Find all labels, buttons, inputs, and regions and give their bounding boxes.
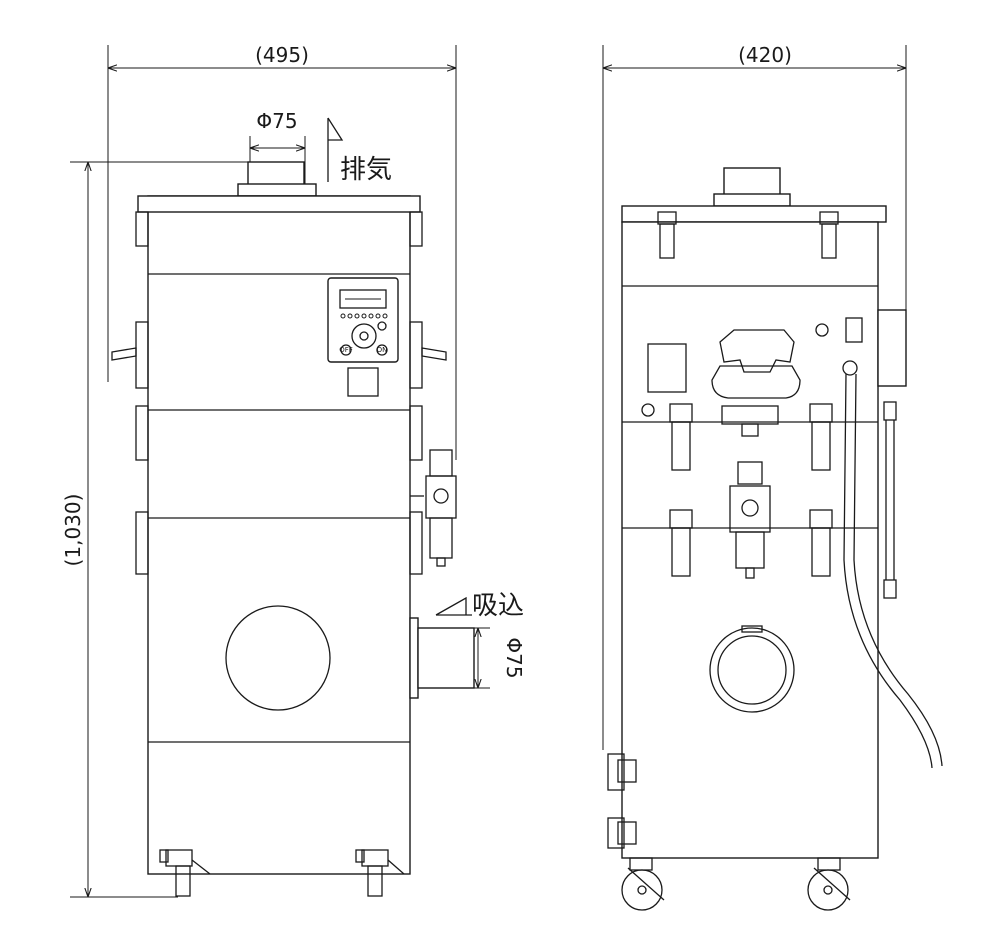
- front-right-caster: [355, 849, 405, 897]
- intake-arrow-icon: [435, 596, 472, 616]
- side-view: (420): [602, 43, 943, 911]
- front-left-handle: [111, 347, 137, 361]
- off-key-label: OFF: [339, 346, 353, 354]
- side-intake-ring: [709, 625, 795, 713]
- intake-diameter-dimension: Φ75: [418, 627, 526, 689]
- exhaust-label: 排気: [340, 155, 392, 185]
- connector-icon: [641, 403, 655, 417]
- front-inspection-window: [225, 605, 331, 711]
- exhaust-arrow-icon: [327, 117, 344, 182]
- side-right-caster: [807, 857, 851, 911]
- height-dimension: (1,030): [61, 161, 248, 898]
- exhaust-diameter-dimension: Φ75: [249, 109, 306, 184]
- side-power-switch: [845, 317, 863, 343]
- front-label-plate: [347, 367, 379, 397]
- front-left-caster: [159, 849, 211, 897]
- front-right-handle: [421, 347, 447, 361]
- front-width-label: (495): [255, 43, 309, 67]
- on-key-label: ON: [377, 346, 388, 354]
- side-left-caster: [621, 857, 665, 911]
- front-air-regulator: [410, 449, 457, 567]
- intake-diameter-label: Φ75: [502, 637, 526, 678]
- control-panel: OFF ON: [327, 277, 399, 363]
- side-hinges: [607, 753, 637, 849]
- exhaust-diameter-label: Φ75: [256, 109, 297, 133]
- side-main-body: [621, 221, 879, 859]
- side-air-regulator: [729, 461, 771, 579]
- width-dimension-side: (420): [602, 43, 907, 750]
- side-carry-handle: [711, 329, 801, 437]
- front-left-clamps: [135, 211, 149, 575]
- side-air-hose: [842, 360, 943, 769]
- side-top-clamps: [657, 211, 839, 259]
- side-middle-clamps: [669, 403, 833, 577]
- front-right-clamps: [409, 211, 423, 575]
- side-indicator-light: [815, 323, 829, 337]
- front-view: (495) Φ75 排気 (1,030): [61, 43, 526, 898]
- height-label: (1,030): [61, 494, 85, 567]
- intake-port: [409, 617, 475, 699]
- side-width-label: (420): [738, 43, 792, 67]
- intake-label: 吸込: [472, 591, 524, 621]
- width-dimension-front: (495): [107, 43, 457, 460]
- side-pipe: [883, 401, 897, 599]
- side-label-plate: [647, 343, 687, 393]
